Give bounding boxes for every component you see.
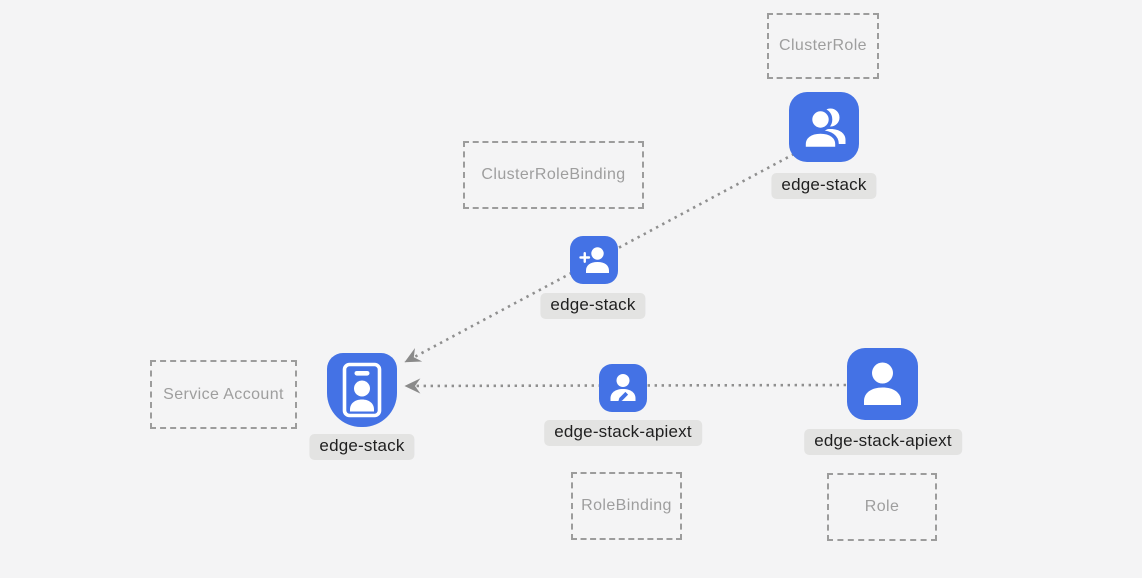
clusterrole-node-label: edge-stack	[771, 173, 877, 199]
clusterrole-node[interactable]	[789, 92, 859, 162]
role-node-label: edge-stack-apiext	[804, 429, 962, 455]
person-add-icon	[570, 236, 618, 284]
id-badge-icon	[327, 353, 397, 427]
person-icon	[847, 348, 918, 420]
person-edit-icon	[599, 364, 647, 412]
clusterrolebinding-node[interactable]	[570, 236, 618, 284]
clusterrole-box: ClusterRole	[767, 13, 879, 79]
clusterrolebinding-node-label: edge-stack	[540, 293, 646, 319]
rolebinding-node[interactable]	[599, 364, 647, 412]
rolebinding-node-label: edge-stack-apiext	[544, 420, 702, 446]
serviceaccount-node-label: edge-stack	[309, 434, 415, 460]
serviceaccount-box: Service Account	[150, 360, 297, 429]
rolebinding-box-label: RoleBinding	[581, 497, 672, 514]
rolebinding-box: RoleBinding	[571, 472, 682, 540]
clusterrolebinding-box-label: ClusterRoleBinding	[481, 166, 626, 183]
clusterrolebinding-box: ClusterRoleBinding	[463, 141, 644, 209]
serviceaccount-box-label: Service Account	[163, 385, 284, 403]
role-node[interactable]	[847, 348, 918, 420]
serviceaccount-node[interactable]	[327, 353, 397, 427]
clusterrole-box-label: ClusterRole	[779, 37, 867, 54]
role-box-label: Role	[864, 498, 900, 515]
role-box: Role	[827, 473, 937, 541]
people-icon	[789, 92, 859, 162]
